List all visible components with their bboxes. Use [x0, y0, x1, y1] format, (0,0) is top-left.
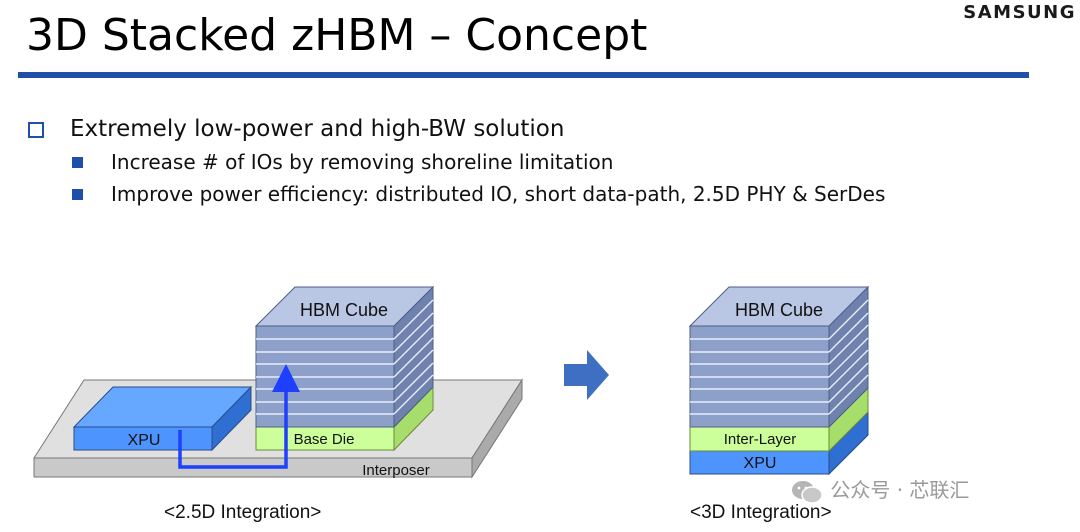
right-arrow-icon	[564, 350, 609, 400]
diagram-3d: HBM Cube Inter-Layer XPU	[688, 285, 870, 476]
hbm-cube-label-3d: HBM Cube	[735, 300, 823, 320]
filled-square-bullet-icon	[72, 157, 83, 168]
inter-layer-label: Inter-Layer	[724, 431, 797, 448]
base-die-label: Base Die	[294, 431, 355, 448]
caption-2-5d: <2.5D Integration>	[164, 502, 322, 523]
wechat-icon	[792, 480, 823, 504]
diagram-2-5d: HBM Cube Base Die XPU Interposer	[33, 285, 523, 479]
filled-square-bullet-icon	[72, 189, 83, 200]
hbm-cube-2-5d	[254, 285, 435, 452]
interposer-label: Interposer	[362, 462, 430, 479]
bullet-main-text: Extremely low-power and high-BW solution	[70, 116, 565, 142]
bullet-sub-2-text: Improve power efficiency: distributed IO…	[111, 182, 886, 206]
xpu-label-3d: XPU	[744, 455, 777, 472]
bullet-sub-1-text: Increase # of IOs by removing shoreline …	[111, 150, 614, 174]
slide-title: 3D Stacked zHBM – Concept	[26, 10, 648, 61]
title-divider	[18, 72, 1029, 78]
hollow-square-bullet-icon	[28, 122, 44, 138]
hbm-cube-label-2-5d: HBM Cube	[300, 300, 388, 320]
caption-3d: <3D Integration>	[690, 502, 832, 523]
xpu-label-2-5d: XPU	[128, 432, 161, 449]
watermark-text: 公众号 · 芯联汇	[830, 478, 970, 502]
hbm-cube-3d	[688, 285, 870, 429]
data-path-arrow-icon	[178, 364, 300, 469]
watermark: 公众号 · 芯联汇	[790, 474, 969, 506]
samsung-logo: SAMSUNG	[963, 2, 1076, 23]
hbm-layers-3d	[690, 299, 869, 415]
xpu-die-2-5d	[72, 385, 253, 452]
